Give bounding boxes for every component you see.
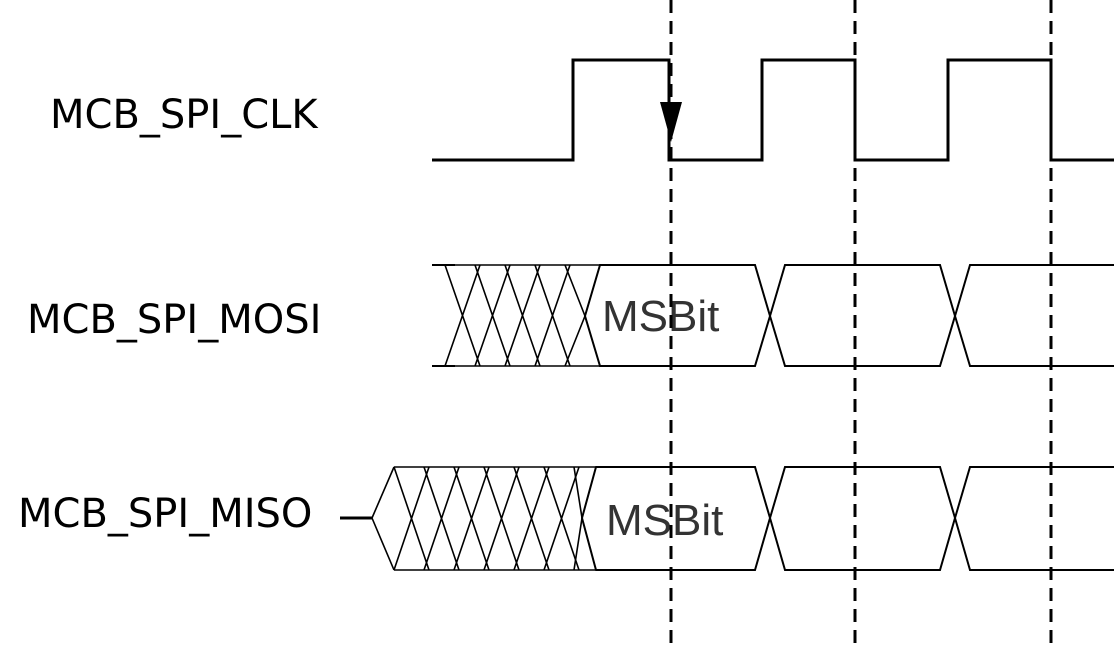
mosi-signal-name: MCB_SPI_MOSI [27,297,321,343]
miso-signal-name: MCB_SPI_MISO [18,491,312,537]
clk-signal-name: MCB_SPI_CLK [50,92,319,138]
clk-waveform [432,58,1114,162]
falling-edge-arrow [660,102,682,142]
miso-undefined-region [371,466,595,571]
mosi-bit-cells [583,264,1114,367]
miso-bus: MSBit [371,466,1114,571]
miso-bit-cells [580,466,1114,571]
mosi-msbit-label: MSBit [602,292,719,341]
mosi-undefined-region [432,264,600,367]
miso-msbit-label: MSBit [606,496,723,545]
mosi-bus: MSBit [432,264,1114,367]
